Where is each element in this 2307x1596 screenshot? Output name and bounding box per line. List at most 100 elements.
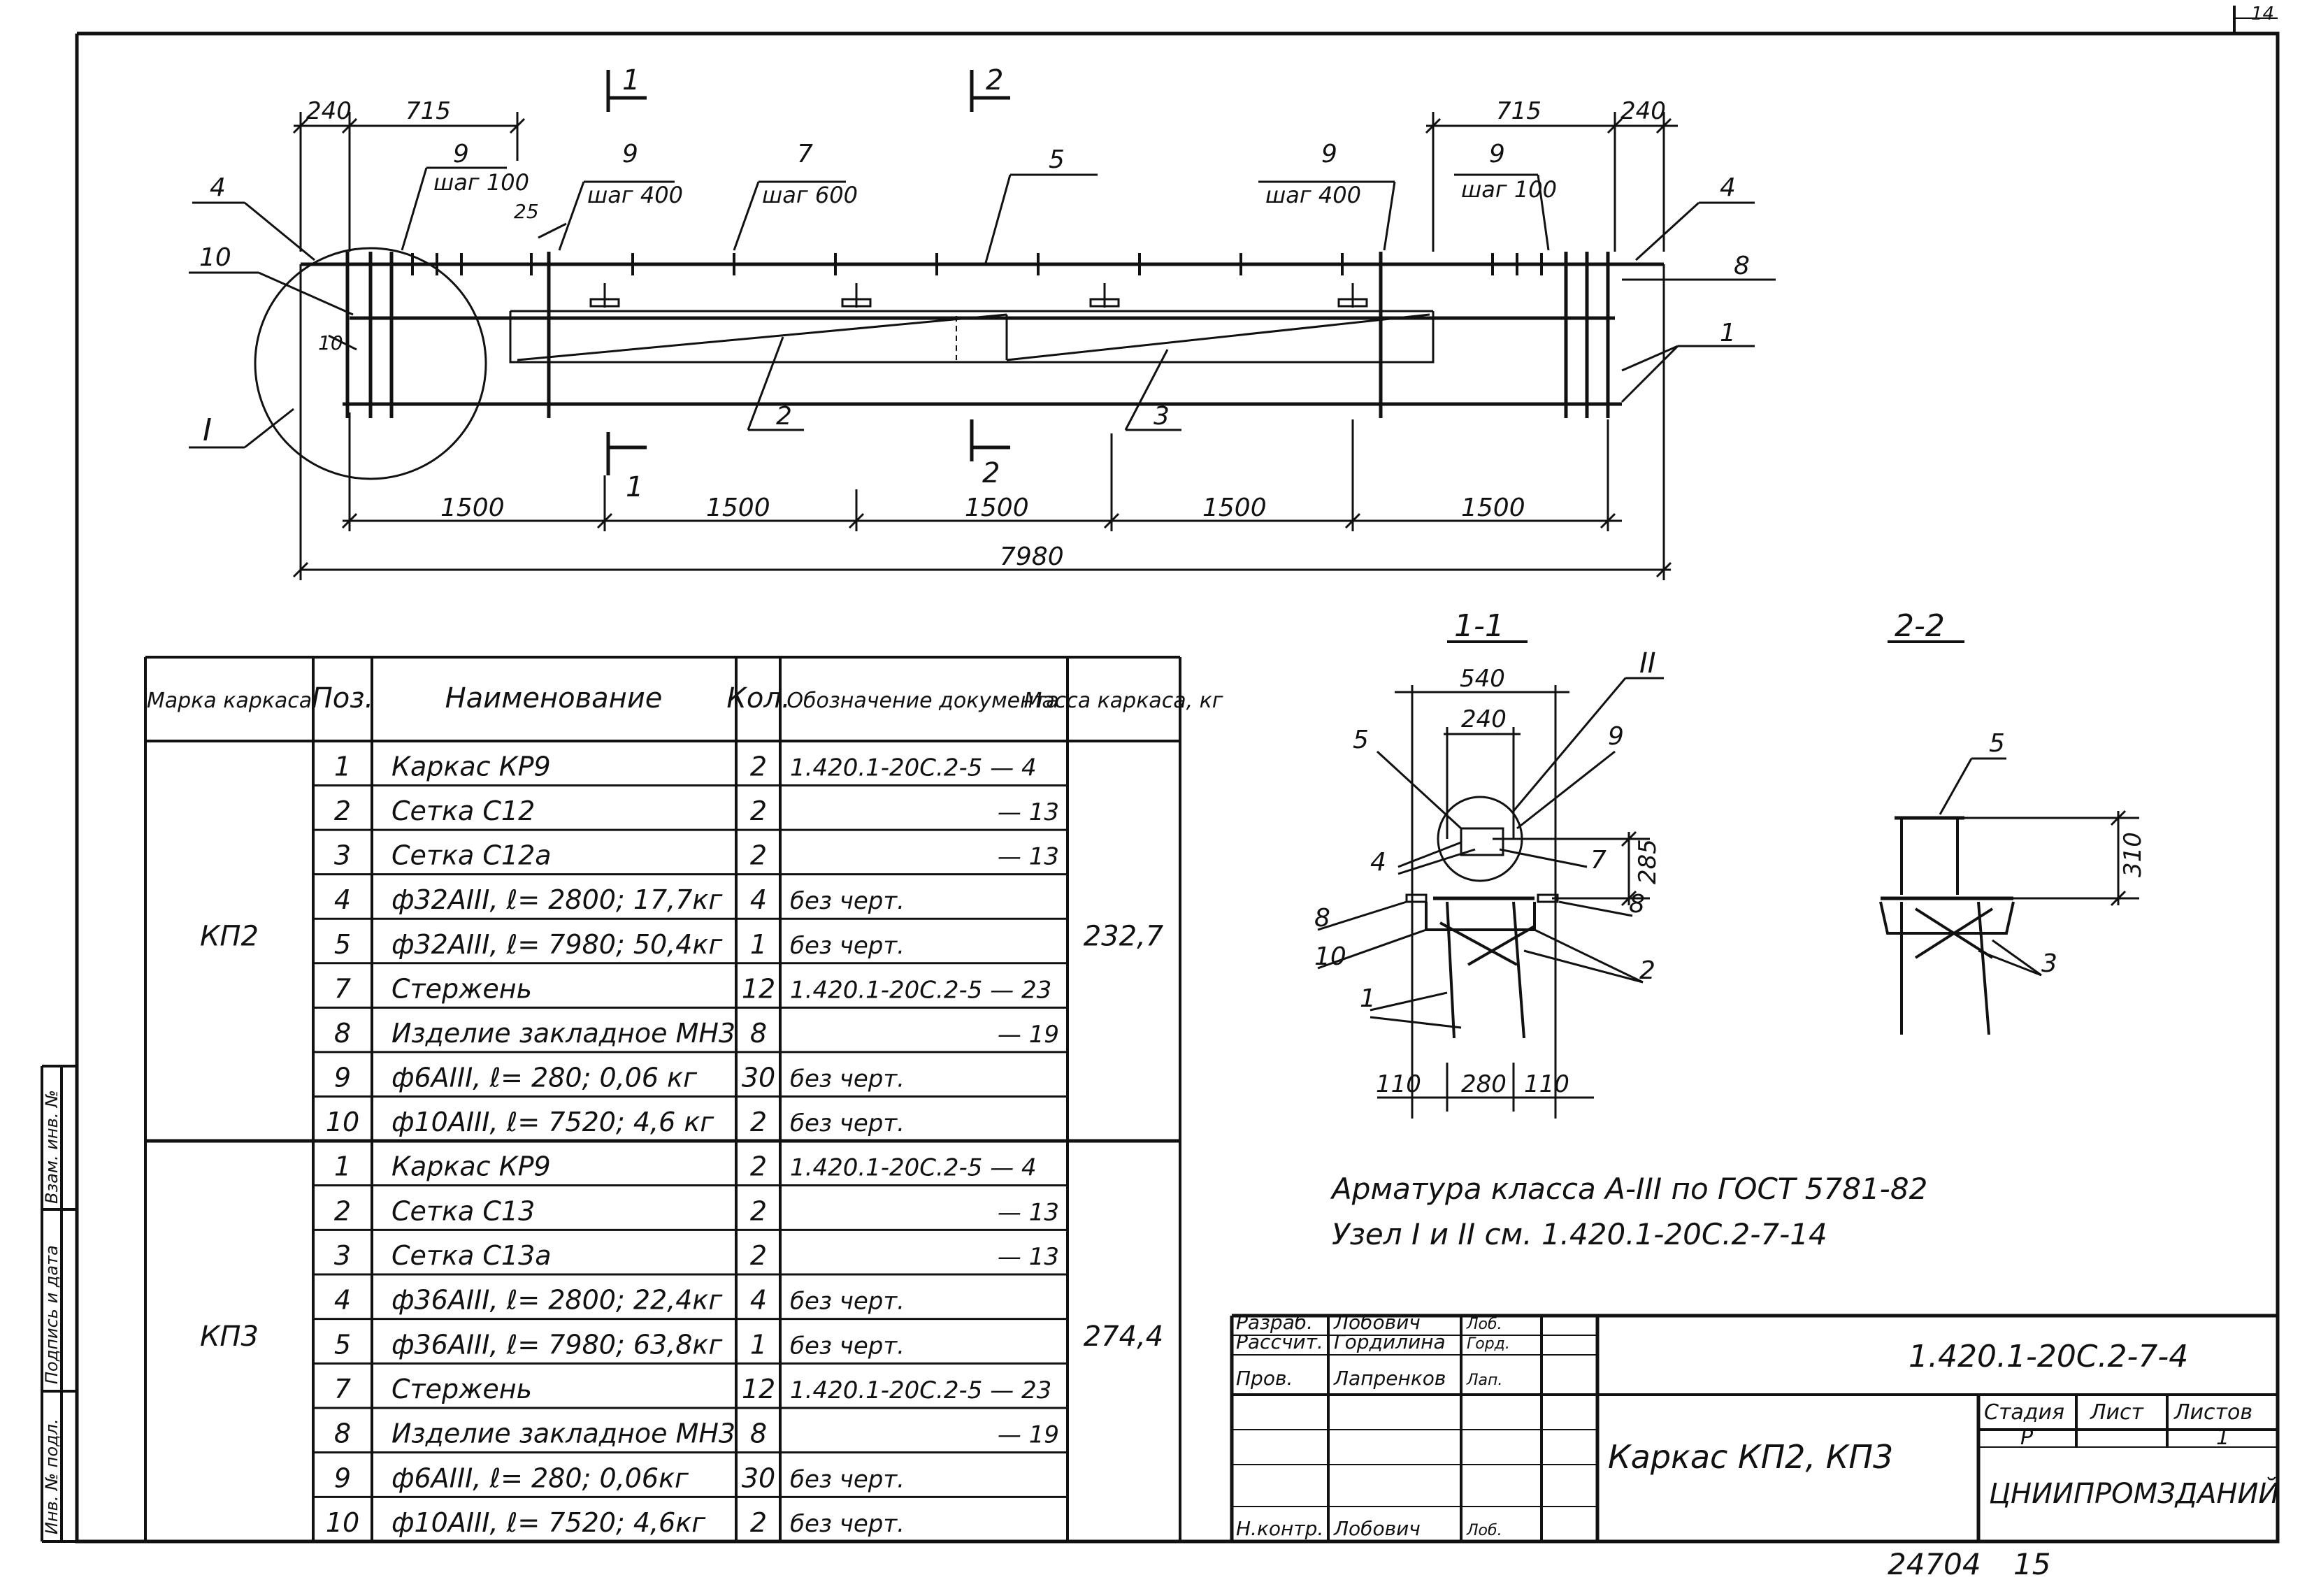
section-mark-1-bottom: 1 <box>626 471 643 503</box>
tb-person-name: Гордилина <box>1334 1330 1446 1353</box>
leader-9-d: 9 <box>1489 140 1505 168</box>
spec-row-qty: 2 <box>750 752 767 782</box>
dim-1500-4: 1500 <box>1202 494 1267 522</box>
spec-row-name: Сетка С13 <box>391 1195 535 1226</box>
s11-label-8-right: 8 <box>1629 890 1645 919</box>
spec-row-name: Сетка С12 <box>391 796 535 826</box>
leader-5: 5 <box>1049 145 1065 174</box>
s11-dim-240: 240 <box>1461 705 1507 733</box>
spec-row-pos: 8 <box>334 1018 351 1049</box>
s11-dim-110-right: 110 <box>1524 1070 1569 1098</box>
spec-row-qty: 30 <box>742 1062 775 1093</box>
s11-label-II: II <box>1639 647 1656 680</box>
section-1-1-title: 1-1 <box>1454 608 1504 644</box>
spec-row-qty: 4 <box>750 1285 767 1316</box>
spec-row-doc: — 13 <box>998 798 1059 826</box>
spec-row-qty: 30 <box>742 1462 775 1493</box>
spec-row-name: Стержень <box>391 973 532 1004</box>
spec-row-doc: 1.420.1-20С.2-5 — 23 <box>790 1376 1051 1404</box>
spec-row-doc: без черт. <box>790 1510 905 1538</box>
leader-step400-b: шаг 400 <box>1265 182 1361 208</box>
s22-label-3: 3 <box>2041 949 2057 978</box>
spec-row-qty: 8 <box>750 1418 767 1449</box>
spec-row-name: ф32АIII, ℓ= 7980; 50,4кг <box>391 929 723 960</box>
spec-row-pos: 4 <box>334 1285 351 1316</box>
tb-person-name: Лобович <box>1333 1311 1421 1334</box>
leader-9-c: 9 <box>1321 140 1337 168</box>
section-mark-1-top: 1 <box>622 64 640 96</box>
tb-sheet-header: Лист <box>2090 1400 2145 1425</box>
spec-row-qty: 2 <box>750 1151 767 1182</box>
spec-row-name: ф36АIII, ℓ= 7980; 63,8кг <box>391 1329 723 1360</box>
dim-25: 25 <box>514 200 539 223</box>
spec-row-pos: 1 <box>334 1151 351 1182</box>
leader-step100-b: шаг 100 <box>1461 176 1557 203</box>
spec-row-doc: 1.420.1-20С.2-5 — 23 <box>790 976 1051 1004</box>
spec-row-pos: 7 <box>334 973 351 1004</box>
spec-row-qty: 2 <box>750 796 767 826</box>
s11-dim-285: 285 <box>1634 839 1662 884</box>
leader-step400-a: шаг 400 <box>587 182 683 208</box>
left-strip: Инв. № подл. Подпись и дата Взам. инв. № <box>41 1065 77 1543</box>
tb-person-role: Н.контр. <box>1236 1517 1323 1540</box>
spec-row-name: Стержень <box>391 1374 532 1404</box>
spec-row-qty: 2 <box>750 840 767 871</box>
spec-row-doc: без черт. <box>790 1065 905 1093</box>
section-mark-2-bottom: 2 <box>982 457 1000 489</box>
tb-title: Каркас КП2, КП3 <box>1608 1438 1893 1476</box>
spec-row-name: Каркас КР9 <box>391 1151 551 1182</box>
section-mark-2-top: 2 <box>986 64 1003 96</box>
leader-4-left: 4 <box>210 173 226 202</box>
spec-header-3: Кол. <box>726 682 790 714</box>
spec-mass-кп3: 274,4 <box>1084 1321 1164 1353</box>
spec-row-doc: — 13 <box>998 843 1059 871</box>
dim-240-right: 240 <box>1620 97 1666 125</box>
s22-dim-310: 310 <box>2119 832 2147 877</box>
spec-row-name: ф32АIII, ℓ= 2800; 17,7кг <box>391 884 723 915</box>
s11-label-10: 10 <box>1314 942 1346 971</box>
spec-header-1: Поз. <box>312 682 374 714</box>
section-2-2: 2-2 310 5 3 <box>1879 608 2147 1035</box>
tb-org: ЦНИИПРОМЗДАНИЙ <box>1989 1476 2279 1510</box>
leader-7: 7 <box>797 140 813 168</box>
spec-row-doc: без черт. <box>790 1288 905 1316</box>
spec-row-qty: 2 <box>750 1195 767 1226</box>
spec-row-doc: — 19 <box>998 1421 1059 1449</box>
spec-row-doc: без черт. <box>790 1465 905 1493</box>
tb-person-sign: Лоб. <box>1466 1522 1502 1539</box>
spec-row-name: ф10АIII, ℓ= 7520; 4,6 кг <box>391 1107 714 1137</box>
spec-row-pos: 1 <box>334 752 351 782</box>
spec-row-name: ф36АIII, ℓ= 2800; 22,4кг <box>391 1285 723 1316</box>
note-1: Арматура класса А-III по ГОСТ 5781-82 <box>1330 1172 1927 1206</box>
leader-step600: шаг 600 <box>762 182 858 208</box>
spec-row-doc: без черт. <box>790 887 905 915</box>
spec-mark-кп2: КП2 <box>200 920 259 952</box>
dim-1500-2: 1500 <box>706 494 770 522</box>
leader-8: 8 <box>1734 252 1750 280</box>
leader-10: 10 <box>199 243 231 272</box>
spec-row-qty: 1 <box>750 929 767 960</box>
spec-row-pos: 10 <box>326 1107 359 1137</box>
leader-node-I: I <box>203 412 212 448</box>
spec-row-qty: 12 <box>742 973 775 1004</box>
dim-1500-5: 1500 <box>1461 494 1525 522</box>
spec-row-pos: 3 <box>334 840 351 871</box>
spec-row-doc: 1.420.1-20С.2-5 — 4 <box>790 1154 1037 1182</box>
tb-sheets-header: Листов <box>2173 1400 2252 1425</box>
spec-row-doc: — 13 <box>998 1198 1059 1226</box>
sheet-frame <box>75 6 2280 1544</box>
dim-10: 10 <box>318 331 343 354</box>
spec-row-pos: 8 <box>334 1418 351 1449</box>
tb-stage: Р <box>2020 1425 2034 1450</box>
section-1-1: 1-1 <box>1314 608 1664 1119</box>
dim-240-left: 240 <box>306 97 352 125</box>
spec-table <box>144 656 1181 1544</box>
spec-row-pos: 5 <box>334 1329 351 1360</box>
leader-9-a: 9 <box>453 140 469 168</box>
tb-person-sign: Лоб. <box>1466 1316 1502 1333</box>
spec-row-pos: 7 <box>334 1374 351 1404</box>
plan-view: 240 715 715 240 1 2 1 2 <box>189 64 1776 580</box>
